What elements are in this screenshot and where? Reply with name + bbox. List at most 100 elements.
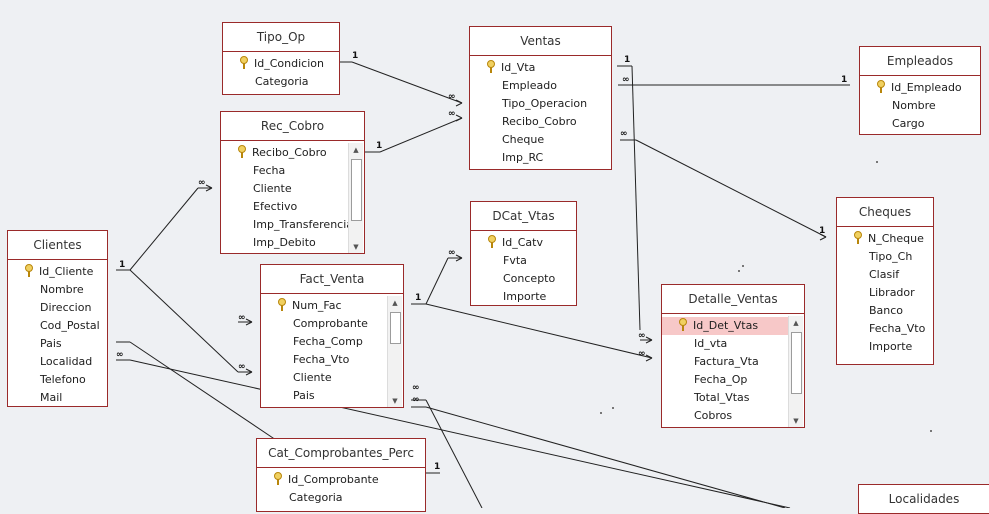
field-row[interactable]: Categoria (223, 73, 339, 91)
field-row[interactable]: Total_Vtas (662, 389, 804, 407)
field-row[interactable]: Efectivo (221, 198, 364, 216)
arrowhead-line[interactable] (645, 357, 653, 362)
table-title[interactable]: DCat_Vtas (471, 202, 576, 231)
field-row[interactable]: Cheque (470, 131, 611, 149)
scroll-up-icon[interactable]: ▲ (392, 299, 398, 307)
field-row[interactable]: Id_Cliente (8, 263, 107, 281)
table-title[interactable]: Detalle_Ventas (662, 285, 804, 314)
scrollbar[interactable]: ▲ ▼ (387, 296, 402, 407)
field-row[interactable]: Cliente (261, 369, 403, 387)
relationship-line[interactable] (631, 65, 641, 331)
arrowhead-line[interactable] (455, 257, 463, 262)
field-row-selected[interactable]: Id_Det_Vtas (662, 317, 788, 335)
arrowhead-line[interactable] (455, 102, 463, 107)
arrowhead-line[interactable] (245, 368, 253, 373)
field-row[interactable]: Telefono (8, 371, 107, 389)
field-row[interactable]: Importe (837, 338, 933, 356)
arrowhead-line[interactable] (455, 254, 463, 259)
table-tipo-op[interactable]: Tipo_Op Id_Condicion Categoria (222, 22, 340, 95)
field-row[interactable]: Id_Catv (471, 234, 576, 252)
table-rec-cobro[interactable]: Rec_Cobro Recibo_Cobro Fecha Cliente Efe… (220, 111, 365, 254)
arrowhead-line[interactable] (245, 371, 253, 376)
field-row[interactable]: Id_Condicion (223, 55, 339, 73)
arrowhead-line[interactable] (645, 354, 653, 359)
field-row[interactable]: Fecha_Vto (837, 320, 933, 338)
relationship-line[interactable] (425, 303, 653, 359)
field-row[interactable]: Nombre (8, 281, 107, 299)
arrowhead-line[interactable] (819, 236, 827, 241)
field-row[interactable]: Tipo_Ch (837, 248, 933, 266)
relationship-line[interactable] (635, 139, 827, 238)
field-row[interactable]: Id_Vta (470, 59, 611, 77)
field-row[interactable]: Comprobante (261, 315, 403, 333)
scroll-down-icon[interactable]: ▼ (392, 397, 398, 405)
table-clientes[interactable]: Clientes Id_Cliente Nombre Direccion Cod… (7, 230, 108, 407)
scroll-thumb[interactable] (351, 159, 362, 221)
field-row[interactable]: Tipo_Operacion (470, 95, 611, 113)
table-title[interactable]: Empleados (860, 47, 980, 76)
field-row[interactable]: Cargo (860, 115, 980, 133)
field-row[interactable]: Id_Empleado (860, 79, 980, 97)
field-row[interactable]: Cobros (662, 407, 804, 425)
relationship-line[interactable] (129, 359, 791, 508)
table-title[interactable]: Fact_Venta (261, 265, 403, 294)
table-fact-venta[interactable]: Fact_Venta Num_Fac Comprobante Fecha_Com… (260, 264, 404, 408)
table-localidades[interactable]: Localidades (858, 484, 989, 514)
arrowhead-line[interactable] (455, 99, 463, 104)
field-row[interactable]: Fecha_Op (662, 371, 804, 389)
field-row[interactable]: Fecha_Comp (261, 333, 403, 351)
relationship-line[interactable] (425, 406, 786, 508)
field-row[interactable]: Pais (8, 335, 107, 353)
relationship-line[interactable] (425, 399, 483, 508)
field-row[interactable]: Imp_Debito (221, 234, 364, 252)
scroll-down-icon[interactable]: ▼ (353, 243, 359, 251)
field-row[interactable]: Cod_Postal (8, 317, 107, 335)
relationship-line[interactable] (129, 269, 239, 373)
table-title[interactable]: Cat_Comprobantes_Perc (257, 439, 425, 468)
field-row[interactable]: Mail (8, 389, 107, 406)
table-title[interactable]: Ventas (470, 27, 611, 56)
arrowhead-line[interactable] (455, 114, 463, 119)
scroll-up-icon[interactable]: ▲ (793, 319, 799, 327)
table-title[interactable]: Cheques (837, 198, 933, 227)
arrowhead-line[interactable] (645, 336, 653, 341)
field-row[interactable]: Cliente (221, 180, 364, 198)
field-row[interactable]: N_Cheque (837, 230, 933, 248)
scrollbar[interactable]: ▲ ▼ (788, 316, 803, 427)
scroll-thumb[interactable] (390, 312, 401, 344)
table-title[interactable]: Localidades (859, 485, 989, 513)
scroll-thumb[interactable] (791, 332, 802, 394)
field-row[interactable]: Clasif (837, 266, 933, 284)
table-ventas[interactable]: Ventas Id_Vta Empleado Tipo_Operacion Re… (469, 26, 612, 170)
field-row[interactable]: Banco (837, 302, 933, 320)
relationship-line[interactable] (129, 187, 199, 271)
table-title[interactable]: Rec_Cobro (221, 112, 364, 141)
field-row[interactable]: Localidad (8, 353, 107, 371)
scroll-down-icon[interactable]: ▼ (793, 417, 799, 425)
relationship-line[interactable] (351, 61, 463, 104)
scroll-up-icon[interactable]: ▲ (353, 146, 359, 154)
field-row[interactable]: Empleado (470, 77, 611, 95)
field-row[interactable]: Recibo_Cobro (221, 144, 364, 162)
field-row[interactable]: Imp_RC (470, 149, 611, 167)
arrowhead-line[interactable] (205, 187, 213, 192)
relationship-line[interactable] (379, 117, 463, 153)
field-row[interactable]: Fvta (471, 252, 576, 270)
field-row[interactable]: Direccion (8, 299, 107, 317)
field-row[interactable]: Factura_Vta (662, 353, 804, 371)
table-cheques[interactable]: Cheques N_Cheque Tipo_Ch Clasif Librador… (836, 197, 934, 365)
field-row[interactable]: Pais (261, 387, 403, 405)
table-detalle-ventas[interactable]: Detalle_Ventas Id_Det_Vtas Id_vta Factur… (661, 284, 805, 428)
scrollbar[interactable]: ▲ ▼ (348, 143, 363, 253)
arrowhead-line[interactable] (819, 233, 827, 238)
field-row[interactable]: Fecha (221, 162, 364, 180)
field-row[interactable]: Librador (837, 284, 933, 302)
field-row[interactable]: Categoria (257, 489, 425, 507)
table-title[interactable]: Clientes (8, 231, 107, 260)
field-row[interactable]: Num_Fac (261, 297, 403, 315)
field-row[interactable]: Fecha_Vto (261, 351, 403, 369)
relationship-line[interactable] (425, 257, 449, 305)
arrowhead-line[interactable] (205, 184, 213, 189)
table-cat-comprobantes-perc[interactable]: Cat_Comprobantes_Perc Id_Comprobante Cat… (256, 438, 426, 512)
field-row[interactable]: Nombre (860, 97, 980, 115)
